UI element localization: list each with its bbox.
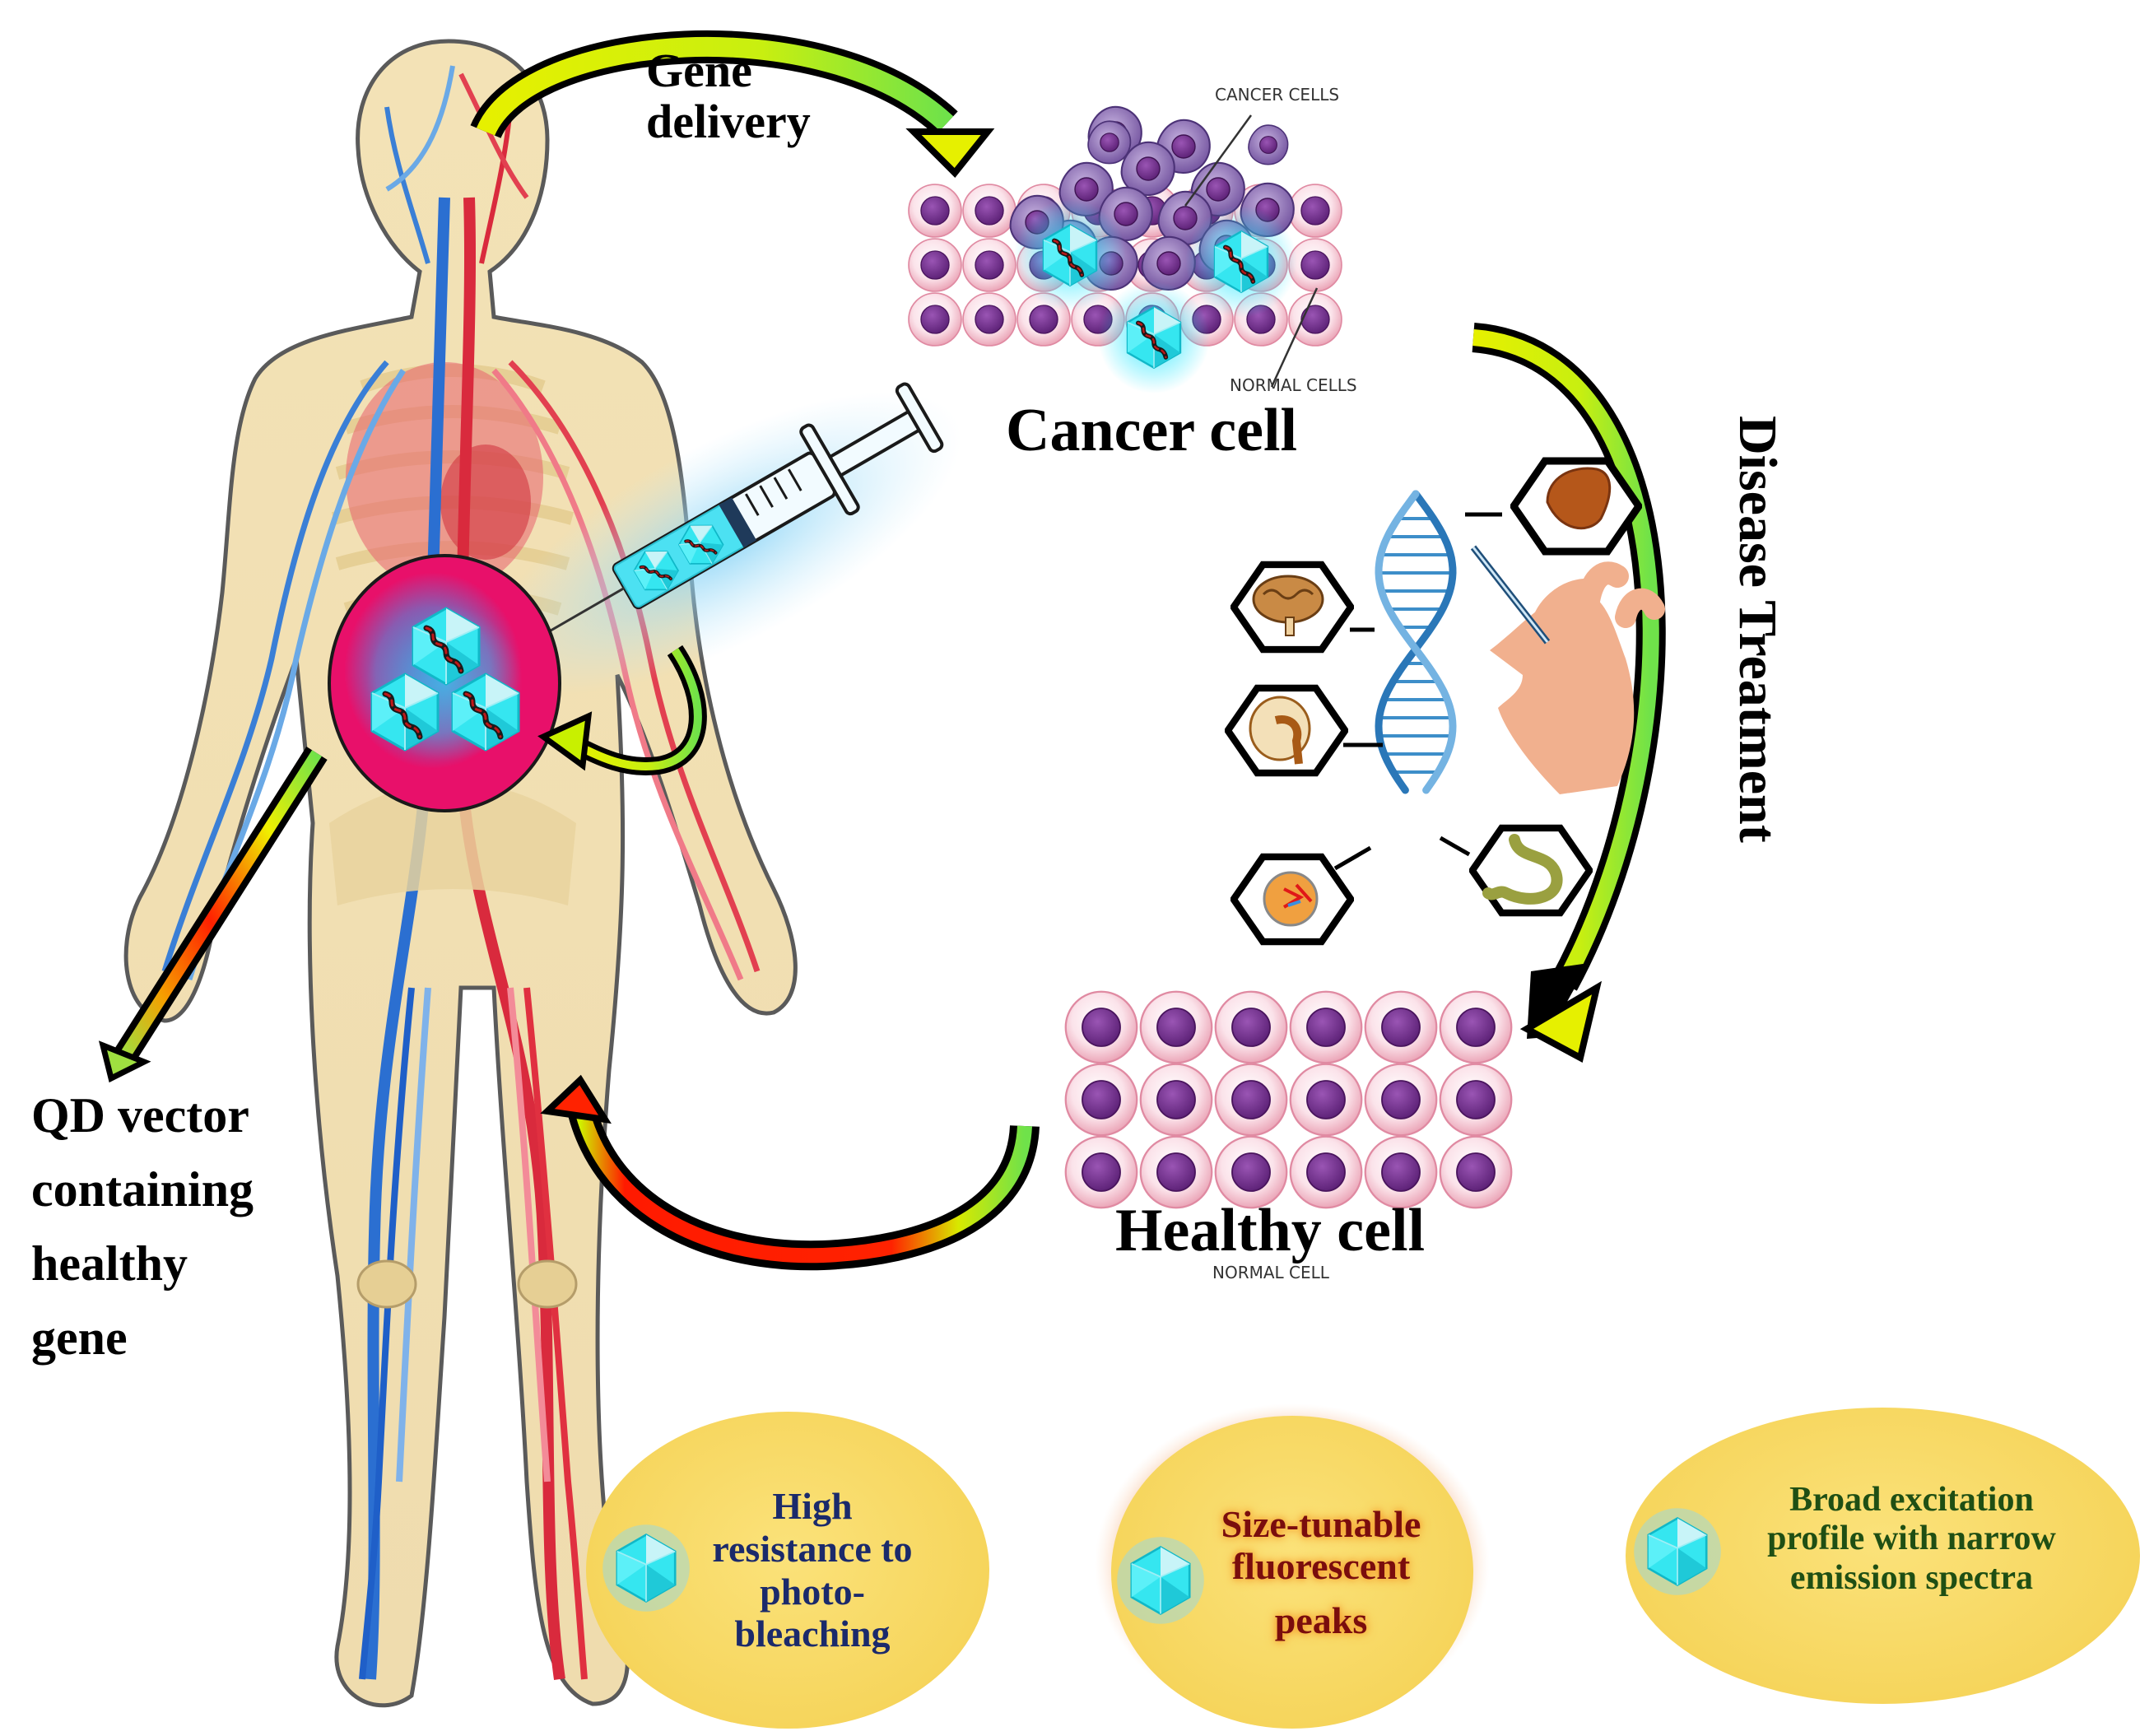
- disease-treatment-label: Disease Treatment: [1728, 416, 1788, 843]
- quantum-dot-icon: [1117, 1537, 1204, 1624]
- pelvis: [329, 782, 576, 905]
- dna-helix: [1375, 490, 1457, 794]
- organ-hexagon-liver: [1465, 461, 1639, 552]
- normal-cell: [962, 238, 1016, 292]
- annotation-leader-line: [1270, 287, 1319, 388]
- normal-cell: [1064, 990, 1138, 1064]
- normal-cell: [1214, 990, 1288, 1064]
- dna-strand-b: [1375, 490, 1457, 794]
- feature-1-line-1: High: [772, 1485, 853, 1528]
- qd-vector-line-2: containing: [31, 1162, 254, 1217]
- qd-injection-site: [328, 554, 561, 812]
- gene-delivery-label: Gene delivery: [646, 45, 811, 147]
- cancer-cell: [1248, 124, 1289, 165]
- disease-treatment-arrow: [1472, 323, 1666, 1063]
- normal-cell: [1289, 1063, 1363, 1137]
- feature-1-line-2: resistance to: [712, 1527, 913, 1570]
- feature-3-line-2: profile with narrow: [1767, 1520, 2056, 1558]
- normal-cell: [1439, 1063, 1513, 1137]
- normal-cell: [1288, 184, 1342, 238]
- normal-cell: [1288, 292, 1342, 347]
- stomach-icon: [1482, 834, 1563, 905]
- qd-vector-label: QD vector containing healthy gene: [31, 1078, 254, 1375]
- liver-icon: [1546, 467, 1612, 530]
- feature-2-line-1: Size-tunable: [1221, 1502, 1421, 1545]
- feature-oval-photobleaching: High resistance to photo- bleaching: [586, 1412, 989, 1729]
- gene-delivery-line-2: delivery: [646, 95, 811, 148]
- feature-1-line-3: photo-: [760, 1570, 865, 1613]
- feature-1-line-4: bleaching: [734, 1613, 891, 1655]
- gene-delivery-arrow: [470, 30, 995, 178]
- leg-vessels: [359, 987, 588, 1680]
- dna-strand-a: [1375, 490, 1457, 794]
- normal-cell: [962, 292, 1016, 347]
- normal-cell: [962, 184, 1016, 238]
- organ-hexagon-eye: [1234, 845, 1372, 942]
- normal-cell: [1439, 1135, 1513, 1209]
- qd-vector-line-1: QD vector: [31, 1088, 249, 1143]
- feature-3-line-1: Broad excitation: [1789, 1481, 2034, 1520]
- normal-cell: [1064, 1063, 1138, 1137]
- quantum-dot-icon: [602, 1524, 690, 1612]
- human-body-illustration: [123, 39, 798, 1708]
- normal-cell: [908, 238, 962, 292]
- healthy-tissue-illustration: [1064, 990, 1513, 1209]
- healthy-cell-title: Healthy cell: [1115, 1197, 1426, 1264]
- normal-cell: [908, 184, 962, 238]
- normal-cell: [1439, 990, 1513, 1064]
- qd-vector-pointer-arrow: [98, 746, 328, 1083]
- cancer-cell-title: Cancer cell: [1006, 397, 1298, 464]
- gene-delivery-line-1: Gene: [646, 44, 752, 97]
- feature-text-1: High resistance to photo- bleaching: [663, 1485, 912, 1655]
- feature-3-line-3: emission spectra: [1789, 1558, 2034, 1597]
- normal-cell-annotation: NORMAL CELL: [1212, 1263, 1329, 1282]
- normal-cell: [1139, 990, 1213, 1064]
- eye-icon: [1263, 871, 1319, 927]
- organ-hexagon-brain: [1234, 565, 1375, 649]
- feature-text-3: Broad excitation profile with narrow emi…: [1710, 1481, 2056, 1597]
- vena-cava: [365, 197, 450, 1680]
- feature-2-line-2: fluorescent: [1231, 1545, 1411, 1588]
- feature-text-2: Size-tunable fluorescent peaks: [1164, 1503, 1421, 1642]
- normal-cell: [908, 292, 962, 347]
- normal-cell: [1139, 1063, 1213, 1137]
- quantum-dot-icon: [1634, 1508, 1721, 1595]
- cancer-tissue-illustration: [908, 105, 1342, 393]
- organ-hexagon-kidney: [1228, 688, 1383, 773]
- normal-cell: [1364, 1063, 1438, 1137]
- hand-with-tweezers: [1470, 545, 1665, 794]
- cancer-cells-annotation: CANCER CELLS: [1215, 85, 1340, 105]
- injection-arrow: [537, 645, 707, 775]
- normal-cell: [1364, 990, 1438, 1064]
- qd-vector-line-4: gene: [31, 1310, 128, 1365]
- normal-cell: [1289, 990, 1363, 1064]
- normal-cells-annotation: NORMAL CELLS: [1230, 375, 1357, 395]
- syringe-group: [486, 382, 962, 695]
- feature-oval-broad-excitation: Broad excitation profile with narrow emi…: [1626, 1408, 2140, 1704]
- feature-2-line-3: peaks: [1274, 1599, 1368, 1641]
- annotation-leader-line: [1184, 114, 1253, 207]
- organ-hexagon-stomach: [1439, 828, 1589, 913]
- feature-oval-size-tunable: Size-tunable fluorescent peaks: [1111, 1416, 1473, 1729]
- qd-vector-line-3: healthy: [31, 1236, 188, 1291]
- normal-cell: [1214, 1063, 1288, 1137]
- return-arrow: [540, 1074, 1040, 1271]
